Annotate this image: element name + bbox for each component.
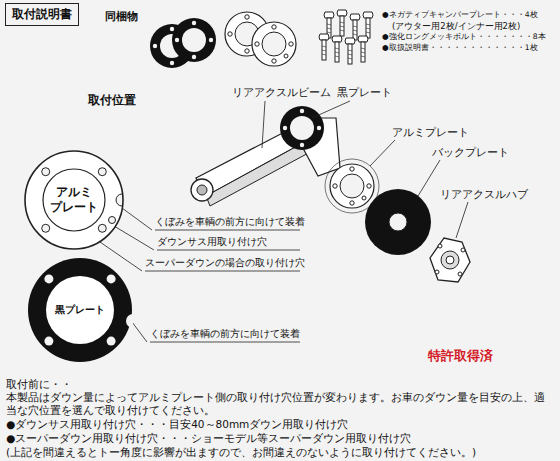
node-text: 取付説明書 [12,6,72,23]
callout-label: くぼみを車輌の前方に向けて装着 [150,328,300,339]
heading: 取付位置 [88,93,136,107]
callout-label: ダウンサス用取り付け穴 [157,236,267,247]
heading: 同梱物 [105,10,138,23]
note-text: ●スーパーダウン用取り付け穴・・・ショーモデル等スーパーダウン用取り付け穴 [6,432,411,445]
parts-list-item: ●強化ロングメッキボルト・・・・・・・8本 [382,32,546,41]
note-text: 本製品はダウン量によってアルミプレート側の取り付け穴位置が変わります。お車のダウ… [6,391,554,417]
part-label: リアアクスルハブ [440,188,528,201]
callout-label: くぼみを車輌の前方に向けて装着 [155,216,305,227]
note-text: ●ダウンサス用取り付け穴・・・目安40～80mmダウン用取り付け穴 [6,418,348,431]
parts-list-item: ●取扱説明書・・・・・・・・・・・・1枚 [382,43,538,52]
parts-list-item: (アウター用2枚/インナー用2枚) [392,21,520,31]
part-label: バックプレート [432,146,509,159]
parts-list-item: ●ネガティブキャンバープレート・・・4枚 [382,10,538,19]
aluminium-plate: アルミ プレート [22,148,126,252]
title-box: 取付説明書 [5,3,79,26]
node-text: 黒プレート [50,304,110,316]
part-label: リアアクスルビーム [232,86,331,99]
note-heading: 取付前に・・ [6,378,72,391]
part-label: 黒プレート [337,86,392,99]
callout-label: スーパーダウンの場合の取り付け穴 [145,257,305,268]
black-plate: 黒プレート [25,255,135,365]
note-text: (上記を間違えるとトー角度に影響が出ますので、お間違えのないように取り付けてくだ… [6,446,476,459]
node-text: アルミ プレート [48,185,100,215]
part-label: アルミプレート [392,126,469,139]
patent-note: 特許取得済 [428,348,493,364]
